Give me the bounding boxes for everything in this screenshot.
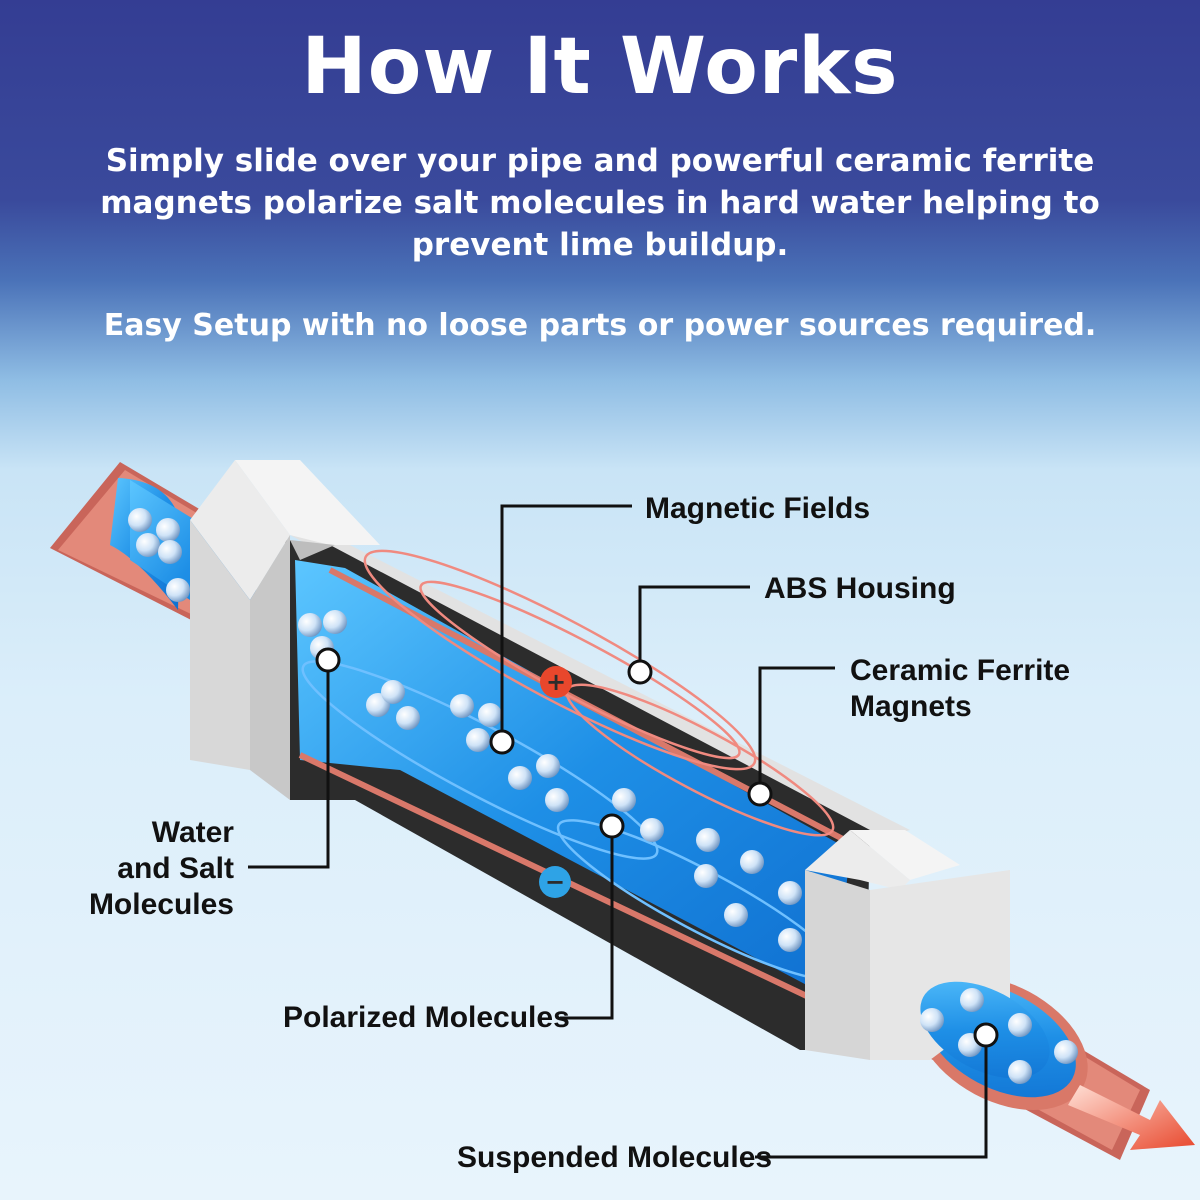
molecule xyxy=(778,928,802,952)
molecule xyxy=(724,903,748,927)
molecule xyxy=(323,610,347,634)
label-ceramic-line1: Ceramic Ferrite xyxy=(850,654,1070,687)
molecule xyxy=(612,788,636,812)
molecule xyxy=(920,1008,944,1032)
molecule xyxy=(1008,1060,1032,1084)
setup-note: Easy Setup with no loose parts or power … xyxy=(103,308,1097,343)
molecule xyxy=(778,881,802,905)
label-suspended: Suspended Molecules xyxy=(457,1141,772,1174)
callout-line-magnetic-fields xyxy=(500,504,632,742)
callout-dots xyxy=(315,647,999,1048)
minus-symbol: − xyxy=(539,866,571,898)
minus-sign: − xyxy=(545,868,565,896)
molecule xyxy=(694,864,718,888)
molecule xyxy=(478,703,502,727)
label-magnetic-fields: Magnetic Fields xyxy=(645,492,870,525)
description-line: Simply slide over your pipe and powerful… xyxy=(105,143,1095,179)
callout-line-ceramic xyxy=(758,666,835,794)
molecule xyxy=(381,680,405,704)
molecule xyxy=(450,694,474,718)
molecule xyxy=(136,533,160,557)
label-water-line2: and Salt xyxy=(117,852,234,885)
abs-housing xyxy=(285,535,910,1050)
molecule xyxy=(960,988,984,1012)
description: Simply slide over your pipe and powerful… xyxy=(60,140,1140,266)
plus-symbol: + xyxy=(540,666,572,698)
molecule xyxy=(740,850,764,874)
molecule xyxy=(298,613,322,637)
callout-lines xyxy=(248,504,988,1159)
molecule xyxy=(128,508,152,532)
molecules xyxy=(128,508,1078,1084)
label-abs-housing: ABS Housing xyxy=(764,572,956,605)
molecule xyxy=(158,540,182,564)
description-line: prevent lime buildup. xyxy=(411,227,789,263)
callout-dot xyxy=(489,729,515,755)
callout-line-abs-housing xyxy=(638,585,750,672)
molecule xyxy=(696,828,720,852)
molecule xyxy=(1008,1013,1032,1037)
molecule xyxy=(156,518,180,542)
callout-line-suspended xyxy=(755,1035,988,1159)
label-polarized: Polarized Molecules xyxy=(283,1001,570,1034)
plus-sign: + xyxy=(546,668,566,696)
molecule xyxy=(466,728,490,752)
flow-arrow xyxy=(1068,1085,1195,1150)
callout-dot xyxy=(599,813,625,839)
label-water-line1: Water xyxy=(152,816,235,849)
molecule xyxy=(396,706,420,730)
molecule xyxy=(536,754,560,778)
molecule xyxy=(545,788,569,812)
label-water-line3: Molecules xyxy=(89,888,234,921)
callout-line-water xyxy=(248,660,330,869)
callout-dot xyxy=(747,781,773,807)
callout-dot xyxy=(627,659,653,685)
left-end-cap xyxy=(190,460,380,800)
callout-dot xyxy=(973,1022,999,1048)
page-title: How It Works xyxy=(301,22,899,112)
callout-line-polarized xyxy=(560,826,614,1020)
label-ceramic-line2: Magnets xyxy=(850,690,972,723)
molecule xyxy=(508,766,532,790)
molecule xyxy=(640,818,664,842)
description-line: magnets polarize salt molecules in hard … xyxy=(100,185,1100,221)
molecule xyxy=(166,578,190,602)
callout-dot xyxy=(315,647,341,673)
molecule xyxy=(1054,1040,1078,1064)
